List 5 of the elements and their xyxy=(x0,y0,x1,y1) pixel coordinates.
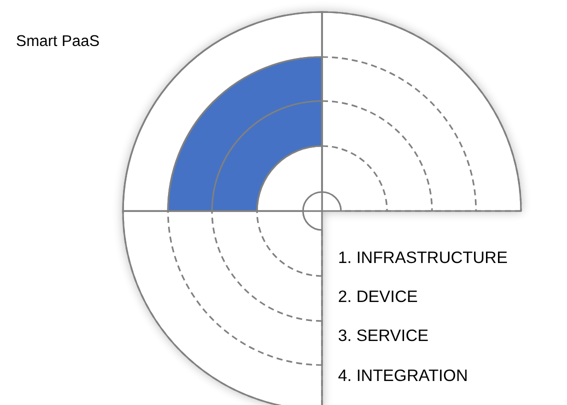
list-item: 3. SERVICE xyxy=(338,327,428,345)
diagram-title-label: Smart PaaS xyxy=(16,33,100,51)
list-item: 1. INFRASTRUCTURE xyxy=(338,249,508,267)
list-item: 2. DEVICE xyxy=(338,288,418,306)
list-item: 4. INTEGRATION xyxy=(338,367,468,385)
